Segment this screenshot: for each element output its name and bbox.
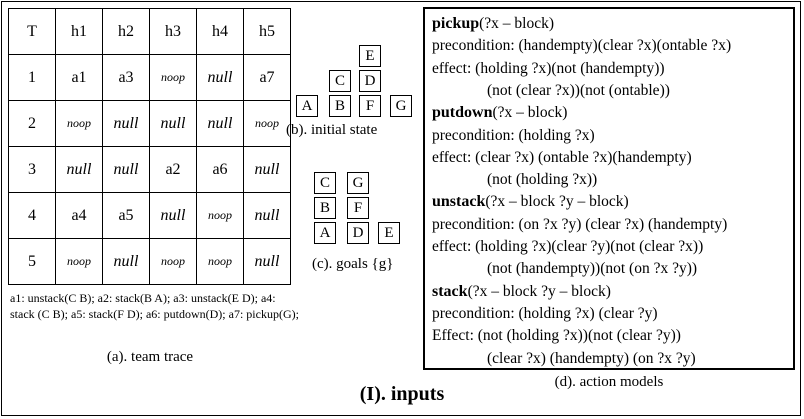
trace-cell: null (149, 192, 197, 239)
action-model-line: (not (handempty))(not (on ?x ?y)) (487, 260, 698, 278)
trace-cell: a4 (55, 192, 103, 239)
initial-block-c: C (329, 70, 351, 92)
goal-block-f: F (347, 197, 369, 219)
trace-cell: null (196, 100, 244, 147)
trace-cell: a6 (196, 146, 244, 193)
trace-cell: a2 (149, 146, 197, 193)
trace-cell: null (243, 238, 291, 285)
action-signature: putdown(?x – block) (432, 104, 567, 122)
goal-block-d: D (347, 222, 369, 244)
action-name: unstack (432, 193, 486, 211)
trace-cell: 4 (8, 192, 56, 239)
actions-description: a1: unstack(C B); a2: stack(B A); a3: un… (10, 291, 299, 321)
goal-block-g: G (347, 172, 369, 194)
trace-cell: a7 (243, 54, 291, 101)
trace-cell: h2 (102, 8, 150, 55)
initial-block-g: G (390, 95, 412, 117)
trace-cell: a3 (102, 54, 150, 101)
trace-cell: T (8, 8, 56, 55)
trace-cell: h1 (55, 8, 103, 55)
initial-block-d: D (359, 70, 381, 92)
action-model-line: precondition: (on ?x ?y) (clear ?x) (han… (432, 215, 728, 233)
action-name: stack (432, 282, 468, 300)
trace-cell: 5 (8, 238, 56, 285)
trace-cell: h4 (196, 8, 244, 55)
trace-cell: null (102, 238, 150, 285)
initial-block-b: B (329, 95, 351, 117)
action-model-line: effect: (clear ?x) (ontable ?x)(handempt… (432, 148, 692, 166)
trace-cell: noop (196, 238, 244, 285)
trace-cell: null (149, 100, 197, 147)
action-model-line: Effect: (not (holding ?x))(not (clear ?y… (432, 327, 681, 345)
trace-cell: h3 (149, 8, 197, 55)
goal-block-e: E (378, 222, 400, 244)
action-parameters: (?x – block) (492, 104, 568, 122)
action-signature: stack(?x – block ?y – block) (432, 283, 611, 301)
goal-block-c: C (314, 172, 336, 194)
action-name: putdown (432, 104, 493, 122)
action-signature: unstack(?x – block ?y – block) (432, 193, 629, 211)
trace-cell: null (102, 146, 150, 193)
trace-cell: null (102, 100, 150, 147)
goal-block-b: B (314, 197, 336, 219)
action-model-line: (not (clear ?x))(not (ontable)) (487, 81, 670, 99)
trace-cell: null (243, 192, 291, 239)
trace-cell: noop (196, 192, 244, 239)
trace-cell: noop (149, 238, 197, 285)
trace-cell: noop (243, 100, 291, 147)
trace-cell: null (243, 146, 291, 193)
action-parameters: (?x – block ?y – block) (485, 193, 629, 211)
trace-cell: null (196, 54, 244, 101)
initial-block-f: F (359, 95, 381, 117)
action-name: pickup (432, 15, 480, 32)
main-caption: (I). inputs (359, 383, 445, 405)
action-models-box: pickup(?x – block)precondition: (handemp… (423, 7, 795, 370)
initial-state-caption: (b). initial state (286, 122, 378, 138)
goals-caption: (c). goals {g} (312, 256, 394, 272)
trace-cell: a5 (102, 192, 150, 239)
action-model-line: (clear ?x) (handempty) (on ?x ?y) (487, 349, 696, 367)
action-model-line: effect: (holding ?x)(clear ?y)(not (clea… (432, 238, 704, 255)
action-parameters: (?x – block ?y – block) (467, 282, 611, 300)
initial-block-e: E (359, 45, 381, 67)
trace-cell: null (55, 146, 103, 193)
trace-cell: noop (55, 238, 103, 285)
initial-block-a: A (296, 95, 318, 117)
trace-cell: 3 (8, 146, 56, 193)
action-parameters: (?x – block) (479, 15, 555, 32)
trace-cell: 1 (8, 54, 56, 101)
action-models-caption: (d). action models (554, 374, 664, 390)
goal-block-a: A (314, 222, 336, 244)
trace-cell: h5 (243, 8, 291, 55)
action-model-line: precondition: (holding ?x) (432, 126, 595, 144)
action-model-line: precondition: (handempty)(clear ?x)(onta… (432, 37, 732, 55)
action-model-line: (not (holding ?x)) (487, 171, 598, 189)
action-signature: pickup(?x – block) (432, 15, 554, 33)
trace-cell: a1 (55, 54, 103, 101)
trace-cell: noop (149, 54, 197, 101)
trace-cell: 2 (8, 100, 56, 147)
team-trace-caption: (a). team trace (106, 349, 194, 365)
action-model-line: precondition: (holding ?x) (clear ?y) (432, 304, 658, 322)
trace-cell: noop (55, 100, 103, 147)
action-model-line: effect: (holding ?x)(not (handempty)) (432, 59, 665, 77)
